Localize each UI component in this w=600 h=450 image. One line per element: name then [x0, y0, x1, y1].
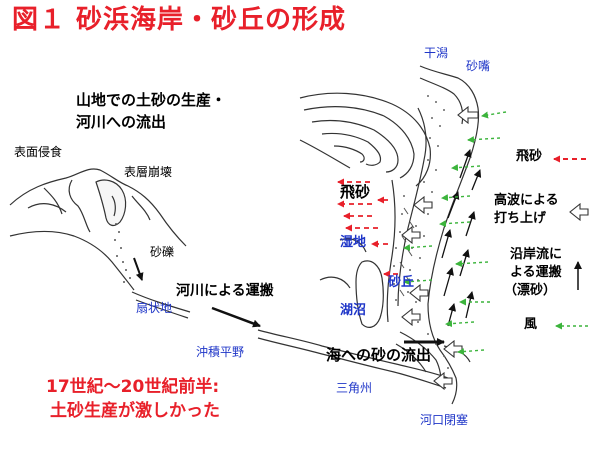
dune-label: 砂丘: [388, 275, 415, 290]
legend-wave-runup-symbol: [569, 202, 589, 222]
gravel-dots: [114, 223, 131, 283]
tidal-flat-label: 干潟: [424, 46, 449, 60]
alluvial-fan-label: 扇状地: [136, 301, 173, 315]
river-transport-label: 河川による運搬: [176, 283, 274, 299]
period-note-line-1: 17世紀～20世紀前半:: [46, 377, 220, 397]
dune-marks: [399, 207, 415, 297]
delta-label: 三角州: [336, 381, 373, 395]
legend-longshore-line-2: よる運搬: [510, 265, 562, 280]
legend-high-wave-line-2: 打ち上げ: [494, 211, 547, 226]
blown-sand-map-label: 飛砂: [340, 183, 371, 201]
river-channel: [131, 291, 449, 389]
legend-blown-sand-label: 飛砂: [516, 149, 543, 164]
river-transport-arrow: [211, 306, 261, 328]
mountain-heading-line-2: 河川への流出: [76, 113, 167, 131]
legend-high-wave-line-1: 高波による: [494, 193, 559, 208]
lagoon-label: 湖沼: [340, 303, 367, 318]
wind-arrows: [403, 111, 507, 356]
legend-longshore-line-3: （漂砂）: [504, 283, 557, 298]
mountain-heading-line-1: 山地での土砂の生産・: [76, 91, 227, 109]
surface-collapse-label: 表層崩壊: [124, 165, 173, 179]
period-note-line-2: 土砂生産が激しかった: [50, 401, 220, 421]
surface-erosion-label: 表面侵食: [14, 145, 63, 159]
page-title: 図１ 砂浜海岸・砂丘の形成: [12, 5, 347, 35]
coastline: [299, 65, 480, 405]
legend-wind-label: 風: [524, 317, 538, 332]
legend-longshore-line-1: 沿岸流に: [510, 247, 563, 262]
sand-spit-label: 砂嘴: [466, 59, 491, 73]
mountain-sketch: [9, 168, 187, 291]
river-mouth-closure-label: 河口閉塞: [420, 413, 469, 427]
sand-outflow-label: 海への砂の流出: [326, 346, 432, 364]
sand-stipple: [393, 95, 449, 379]
alluvial-plain-label: 沖積平野: [196, 345, 245, 359]
wetland-label: 湿地: [340, 235, 367, 250]
gravel-arrow: [133, 257, 144, 281]
blown-sand-arrows: [337, 178, 398, 278]
longshore-arrows: [441, 149, 482, 327]
gravel-label: 砂礫: [150, 245, 175, 259]
